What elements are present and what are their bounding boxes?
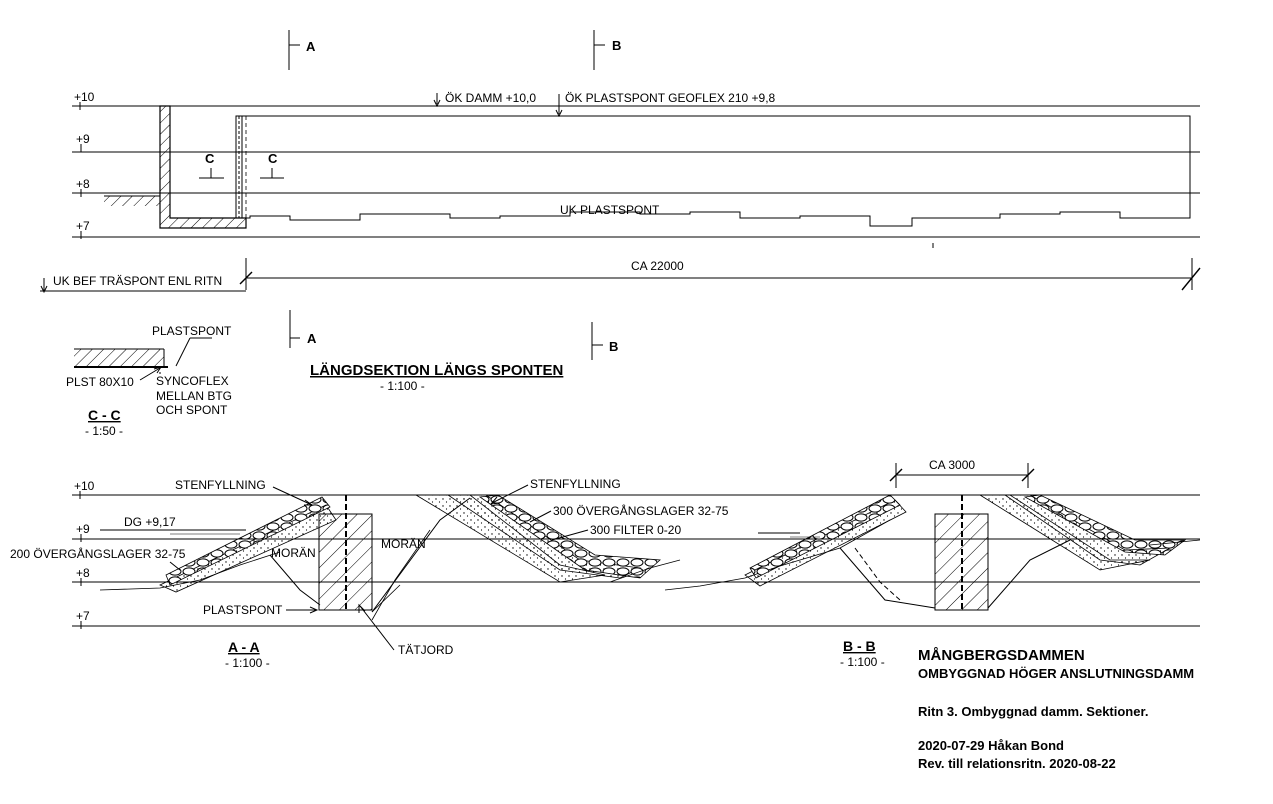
project-subtitle: OMBYGGNAD HÖGER ANSLUTNINGSDAMM (918, 666, 1194, 681)
elevation-label-9: +9 (76, 132, 90, 146)
drawing-description: Ritn 3. Ombyggnad damm. Sektioner. (918, 704, 1148, 719)
cc-syncoflex-label-3: OCH SPONT (156, 403, 228, 417)
aa-scale: - 1:100 - (225, 656, 270, 670)
bb-scale: - 1:100 - (840, 655, 885, 669)
section-aa: +10 +9 +8 +7 DG +9,17 STENFYLLNING (10, 477, 1200, 670)
longitudinal-scale: - 1:100 - (380, 379, 425, 393)
section-mark-a-top: A (306, 39, 316, 54)
longitudinal-title: LÄNGDSEKTION LÄNGS SPONTEN (310, 362, 563, 379)
aa-stenfyllning-left (165, 496, 331, 586)
cc-syncoflex-label-1: SYNCOFLEX (156, 374, 229, 388)
project-name: MÅNGBERGSDAMMEN (918, 647, 1085, 664)
aa-moran-left-label: MORÄN (271, 546, 316, 560)
cc-title: C - C (88, 407, 121, 423)
concrete-block (74, 349, 164, 366)
sheet-pile-outline (242, 115, 1191, 227)
uk-plastspont-label: UK PLASTSPONT (560, 203, 660, 217)
aa-tatjord-label: TÄTJORD (398, 643, 454, 657)
aa-elevation-10: +10 (74, 479, 95, 493)
aa-elevation-7: +7 (76, 609, 90, 623)
bb-stenfyllning-right (1023, 494, 1187, 556)
elevation-label-10: +10 (74, 90, 95, 104)
ok-plastspont-label: ÖK PLASTSPONT GEOFLEX 210 +9,8 (565, 91, 776, 105)
aa-stenfyllning-right-label: STENFYLLNING (530, 477, 621, 491)
bb-ca-width-label: CA 3000 (929, 458, 975, 472)
section-mark-a-bottom: A (307, 331, 317, 346)
aa-elevation-8: +8 (76, 566, 90, 580)
title-block: MÅNGBERGSDAMMEN OMBYGGNAD HÖGER ANSLUTNI… (918, 647, 1194, 771)
aa-moran-right-label: MORÄN (381, 537, 426, 551)
aa-stenfyllning-left-label: STENFYLLNING (175, 478, 266, 492)
aa-overgang-300-label: 300 ÖVERGÅNGSLAGER 32-75 (553, 503, 729, 518)
aa-elevation-9: +9 (76, 522, 90, 536)
revision-line: Rev. till relationsritn. 2020-08-22 (918, 756, 1116, 771)
cc-scale: - 1:50 - (85, 424, 123, 438)
section-mark-b-top: B (612, 38, 621, 53)
bb-stenfyllning-left (749, 494, 901, 579)
section-mark-c-right: C (268, 151, 278, 166)
aa-dg-label: DG +9,17 (124, 515, 176, 529)
elevation-label-7: +7 (76, 219, 90, 233)
longitudinal-section: +10 +9 +8 +7 ÖK DAMM +10,0 ÖK PLASTSPONT… (40, 30, 1201, 393)
ok-damm-label: ÖK DAMM +10,0 (445, 91, 536, 105)
section-mark-c-left: C (205, 151, 215, 166)
concrete-wall (159, 105, 247, 229)
aa-overgang-200-label: 200 ÖVERGÅNGSLAGER 32-75 (10, 546, 186, 561)
ca-length-label: CA 22000 (631, 259, 684, 273)
aa-plastspont-label: PLASTSPONT (203, 603, 283, 617)
detail-cc: PLASTSPONT PLST 80X10 SYNCOFLEX MELLAN B… (66, 324, 232, 438)
section-bb: CA 3000 B - B - 1:100 - (664, 458, 1201, 669)
cc-plst-label: PLST 80X10 (66, 375, 134, 389)
cc-syncoflex-label-2: MELLAN BTG (156, 389, 232, 403)
author-line: 2020-07-29 Håkan Bond (918, 738, 1064, 753)
uk-bef-label: UK BEF TRÄSPONT ENL RITN (53, 274, 222, 288)
bb-title: B - B (843, 638, 876, 654)
aa-filter-300-label: 300 FILTER 0-20 (590, 523, 681, 537)
elevation-label-8: +8 (76, 177, 90, 191)
aa-stenfyllning-right (478, 494, 661, 579)
cc-plastspont-label: PLASTSPONT (152, 324, 232, 338)
concrete-ledge (104, 196, 160, 206)
section-mark-b-bottom: B (609, 339, 618, 354)
aa-title: A - A (228, 639, 260, 655)
